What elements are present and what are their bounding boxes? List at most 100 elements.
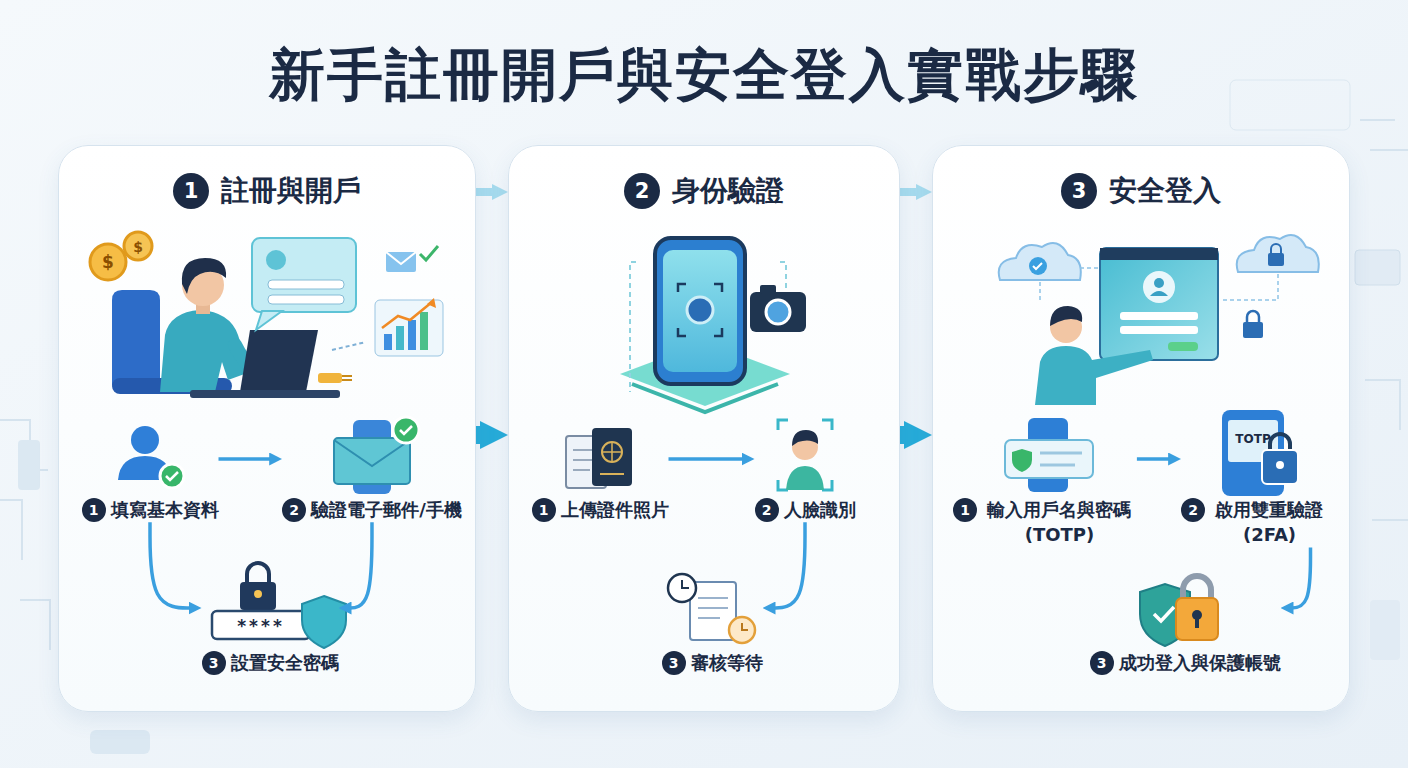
background [1360,120,1408,520]
step-label: 驗證電子郵件/手機 [311,497,462,522]
panel-ground [932,145,1350,712]
signup-scene [332,342,366,350]
icon-text-holder: TOTP [1235,428,1270,447]
signup-scene [420,312,428,350]
email-phone-icon [400,426,412,434]
title-bar: 新手註冊開戶與安全登入實戰步驟 [0,38,1408,114]
login-scene [1050,306,1082,326]
user-icon [160,464,184,488]
step-item: 1輸入用戶名與密碼 (TOTP) [953,415,1137,547]
flow-arrow [900,426,914,444]
step-panel: 3安全登入1輸入用戶名與密碼 (TOTP)2啟用雙重驗證 (2FA)3成功登入與… [932,145,1350,712]
step-number: 3 [1061,173,1097,209]
signup-scene [420,246,438,260]
password-icon [212,563,346,648]
login-scene [1150,291,1168,296]
login-scene [1237,235,1319,272]
step-number: 2 [1181,498,1205,522]
flow-arrow [476,188,499,196]
login-scene [1100,248,1218,360]
panel-ground [58,145,1350,712]
signup-scene [384,334,392,350]
review-icon [668,574,755,643]
signup-scene [375,300,443,356]
panel-heading: 2身份驗證 [509,172,899,210]
background [1370,600,1400,660]
login-scene [1120,312,1198,320]
totp-icon [1276,461,1284,469]
login-scene [999,235,1319,405]
document-icon [602,442,622,462]
step-item: 3成功登入與保護帳號 [1090,568,1281,675]
face-scan-icon [786,466,824,490]
signup-scene [268,280,344,289]
panel-title: 註冊與開戶 [221,172,361,210]
login-scene [1100,248,1218,260]
user-icon [118,426,184,488]
email-phone-icon [334,440,410,466]
review-icon [682,580,689,588]
step-number: 2 [755,498,779,522]
flow-arrow [770,522,806,608]
signup-scene [427,298,436,308]
face-scan-icon [778,420,832,490]
step-number: 1 [953,498,977,522]
user-icon [131,426,159,454]
step-item: 2驗證電子郵件/手機 [282,415,462,522]
id-scan-scene [766,300,790,324]
step-label: 設置安全密碼 [231,650,339,675]
step-label: 審核等待 [691,650,763,675]
flow-arrow [476,426,490,444]
email-phone-icon [393,417,419,443]
signup-scene [266,250,286,270]
password-icon [212,611,310,639]
login-scene [1033,263,1042,269]
background [18,440,40,490]
signup-scene [182,258,226,294]
login-scene [1247,311,1259,322]
password-icon [247,563,269,584]
login-scene [1143,271,1175,303]
login-phone-icon [1012,449,1032,472]
id-scan-scene [678,284,722,336]
secure-icon [1140,576,1218,646]
step-number: 1 [173,173,209,209]
password-icon [254,590,262,598]
login-scene [1035,346,1153,405]
panel-title: 安全登入 [1109,172,1221,210]
signup-scene [90,232,443,398]
user-icon [166,472,178,480]
email-phone-icon [334,438,410,484]
signup-scene [342,376,352,380]
icon-text-holder: $ [102,252,114,272]
id-scan-scene [750,292,806,332]
signup-scene [112,290,160,385]
background [0,420,50,650]
signup-scene [268,295,344,304]
login-scene [1271,244,1281,253]
review-icon [742,623,748,630]
secure-icon [1154,607,1174,621]
signup-scene [318,373,342,383]
login-phone-icon [1005,440,1093,478]
signup-scene [124,232,152,260]
login-phone-icon [1005,418,1093,492]
panel-ground [508,145,900,712]
login-scene [1243,322,1263,338]
step-number: 3 [1090,651,1114,675]
background [90,730,150,754]
icon-text: **** [237,616,285,636]
id-scan-scene [620,238,806,412]
login-scene [1029,257,1047,275]
signup-scene [408,320,416,350]
step-item: 3審核等待 [662,568,763,675]
step-panel: 2身份驗證1上傳證件照片2人臉識別3審核等待 [508,145,900,712]
flow-arrow [150,522,195,608]
password-icon [302,596,346,648]
flow-arrow [669,457,748,461]
document-icon [566,428,632,488]
step-item: 1上傳證件照片 [532,415,669,522]
step-number: 1 [82,498,106,522]
